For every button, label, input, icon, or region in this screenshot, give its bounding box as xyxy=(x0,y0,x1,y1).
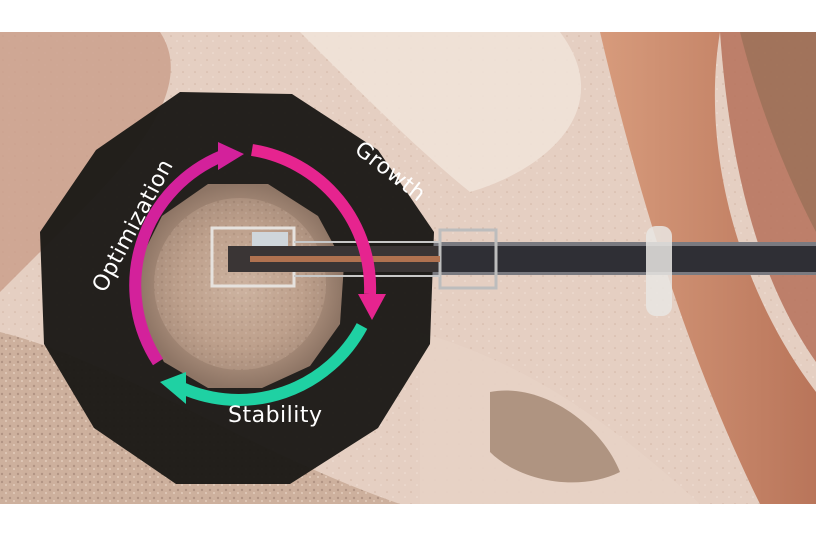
cycle-overlay: Growth Stability Optimization xyxy=(40,92,440,484)
growth-arrow xyxy=(251,144,377,295)
growth-arrowhead xyxy=(358,294,386,320)
rubble-patch xyxy=(490,390,620,483)
stacker-boom-strip xyxy=(250,256,440,262)
sand-ridge-left xyxy=(0,32,171,292)
vegetation-edge xyxy=(740,32,816,232)
optimization-arrowhead xyxy=(218,142,244,170)
stability-arrowhead xyxy=(160,372,186,404)
sand-slope-top xyxy=(300,32,582,192)
stockpile-texture xyxy=(154,198,326,370)
optimization-arrow xyxy=(129,150,225,366)
stability-label: Stability xyxy=(228,403,323,428)
conveyor-support xyxy=(646,226,672,316)
conveyor-belt-edge-lower xyxy=(250,272,816,275)
stability-arrow xyxy=(179,323,368,406)
aerial-quarry-photo: Growth Stability Optimization xyxy=(0,32,816,504)
conveyor-belt-edge xyxy=(250,242,816,246)
